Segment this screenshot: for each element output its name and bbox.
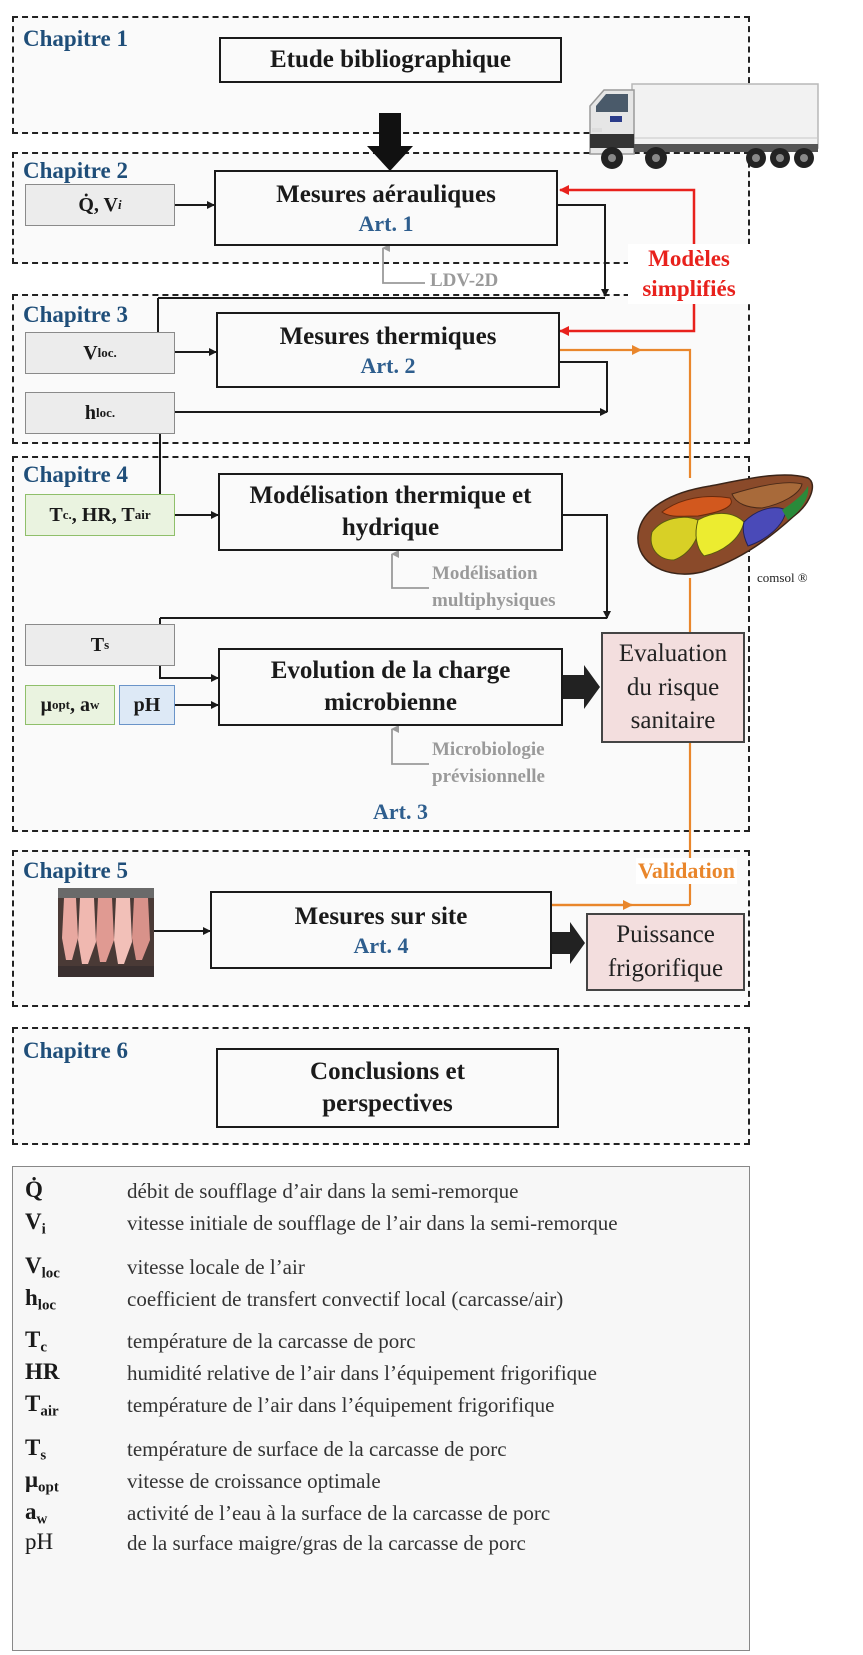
chapter-5-label: Chapitre 5 (23, 858, 128, 883)
box-etude-bibliographique: Etude bibliographique (219, 37, 562, 83)
chapter-2-label: Chapitre 2 (23, 158, 128, 183)
note-ldv-2d: LDV-2D (430, 270, 499, 291)
truck-icon (589, 83, 819, 169)
chapter-3-label: Chapitre 3 (23, 302, 128, 327)
box-mesures-thermiques: Mesures thermiques Art. 2 (216, 312, 560, 388)
legend-row-vi: Vi vitesse initiale de soufflage de l’ai… (25, 1209, 618, 1238)
note-microbiologie-previsionnelle: Microbiologie prévisionnelle (432, 739, 545, 787)
label-modeles-simplifies: Modèles simplifiés (628, 244, 750, 304)
connector-arrows (154, 113, 696, 964)
box-modelisation-thermique: Modélisation thermique et hydrique (218, 473, 563, 551)
legend-panel: Q̇ débit de soufflage d’air dans la semi… (12, 1166, 750, 1651)
chapter-4-label: Chapitre 4 (23, 462, 128, 487)
box-evolution-charge-microbienne: Evolution de la charge microbienne (218, 648, 563, 726)
box-puissance-frigorifique: Puissance frigorifique (586, 913, 745, 991)
comsol-label: comsol ® (757, 570, 808, 585)
legend-row-hr: HR humidité relative de l’air dans l’équ… (25, 1359, 597, 1385)
legend-row-tc: Tc température de la carcasse de porc (25, 1327, 416, 1356)
big-arrow-to-evaluation (563, 665, 600, 709)
input-ph: pH (119, 685, 175, 725)
chapter-6-label: Chapitre 6 (23, 1038, 128, 1063)
box-mesures-sur-site: Mesures sur site Art. 4 (210, 891, 552, 969)
carcass-model-icon (637, 474, 814, 575)
big-arrow-down (367, 113, 413, 171)
box-conclusions: Conclusions et perspectives (216, 1048, 559, 1128)
legend-row-mu: μopt vitesse de croissance optimale (25, 1467, 381, 1496)
note-modelisation-multiphysiques: Modélisation multiphysiques (432, 563, 556, 611)
article-3-label: Art. 3 (373, 799, 428, 824)
chapter-1-label: Chapitre 1 (23, 26, 128, 51)
legend-row-vloc: Vloc vitesse locale de l’air (25, 1253, 305, 1282)
legend-row-aw: aw activité de l’eau à la surface de la … (25, 1499, 551, 1528)
legend-row-hloc: hloc coefficient de transfert convectif … (25, 1285, 564, 1314)
carcasses-photo-icon (58, 888, 154, 977)
big-arrow-to-puissance (552, 922, 585, 964)
box-mesures-aerauliques: Mesures aérauliques Art. 1 (214, 170, 558, 246)
legend-row-tair: Tair température de l’air dans l’équipem… (25, 1391, 555, 1420)
box-evaluation-risque-sanitaire: Evaluation du risque sanitaire (601, 632, 745, 743)
legend-row-ts: Ts température de surface de la carcasse… (25, 1435, 507, 1464)
legend-row-ph: pH de la surface maigre/gras de la carca… (25, 1529, 526, 1555)
legend-row-q: Q̇ débit de soufflage d’air dans la semi… (25, 1177, 519, 1203)
label-validation: Validation (636, 858, 738, 884)
